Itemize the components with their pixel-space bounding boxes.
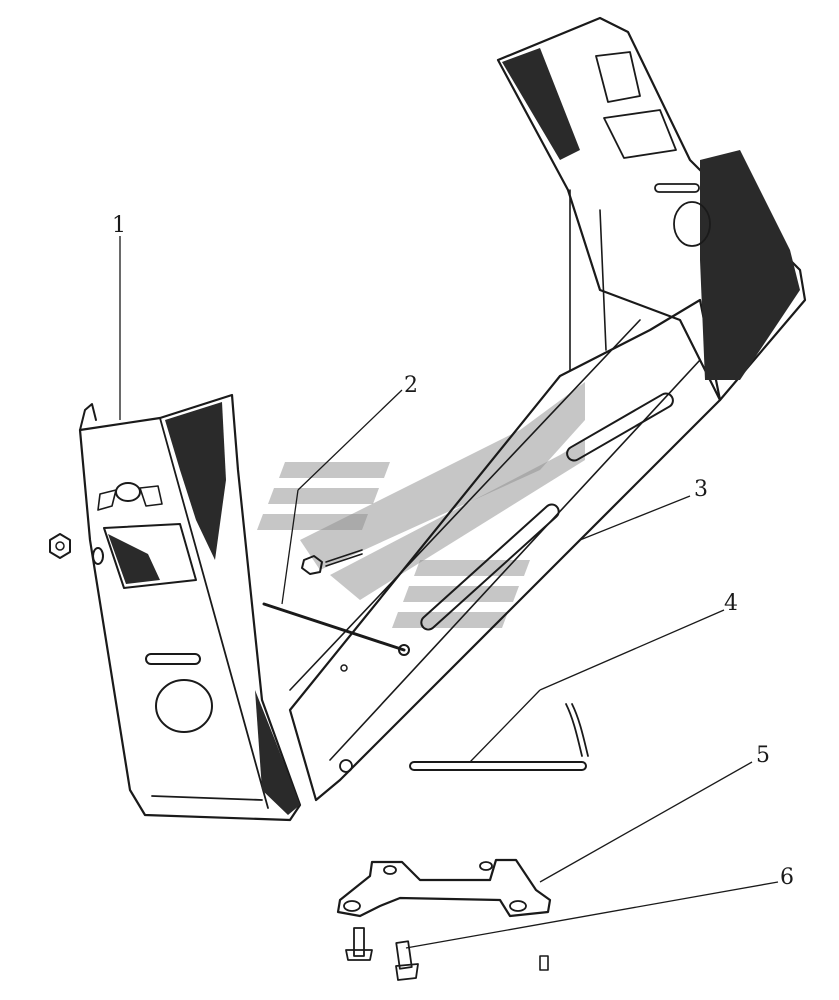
leader-lines [119, 236, 779, 949]
bolts [345, 927, 549, 981]
callout-2: 2 [404, 373, 418, 398]
tie-rod [262, 549, 410, 656]
callout-5: 5 [756, 743, 770, 768]
callout-6: 6 [780, 865, 794, 890]
right-upright-post [496, 16, 807, 402]
bracket [336, 858, 552, 918]
left-upright-post [78, 393, 302, 822]
callout-3: 3 [694, 477, 708, 502]
pin-rod [409, 703, 589, 771]
watermark-logo [257, 382, 585, 628]
callout-4: 4 [724, 591, 738, 616]
callout-1: 1 [112, 213, 126, 238]
hex-nut [49, 533, 71, 559]
